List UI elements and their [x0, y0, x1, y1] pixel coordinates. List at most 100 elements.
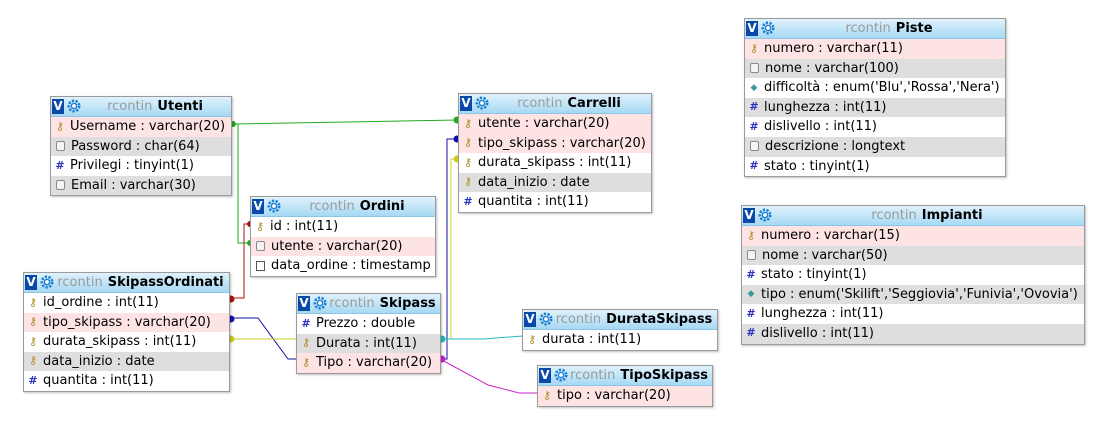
column-label: Tipo : varchar(20): [316, 355, 433, 371]
column-row[interactable]: ◆difficoltà : enum('Blu','Rossa','Nera'): [745, 78, 1005, 98]
number-icon: #: [55, 158, 65, 172]
gear-icon[interactable]: [758, 208, 772, 222]
table-columns: ⚷utente : varchar(20) ⚷ tipo_skipass : var…: [459, 114, 651, 212]
key-icon: ⚷: [28, 315, 38, 329]
collapse-toggle-button[interactable]: V: [539, 368, 551, 383]
column-row[interactable]: # Privilegi : tinyint(1): [51, 156, 231, 176]
gear-icon[interactable]: [40, 275, 54, 289]
column-row[interactable]: #stato : tinyint(1): [745, 157, 1005, 177]
number-icon: #: [746, 267, 756, 281]
gear-icon[interactable]: [67, 99, 81, 113]
column-label: Privilegi : tinyint(1): [70, 158, 194, 174]
string-icon: [56, 141, 65, 152]
column-row[interactable]: # lunghezza : int(11): [742, 304, 1084, 324]
collapse-toggle-button[interactable]: V: [460, 96, 472, 111]
column-row[interactable]: ⚷Username : varchar(20): [51, 117, 231, 137]
column-label: difficoltà : enum('Blu','Rossa','Nera'): [764, 80, 1000, 96]
column-row[interactable]: ⚷durata_skipass : int(11): [24, 332, 229, 352]
column-label: nome : varchar(100): [765, 60, 899, 76]
relation-skipass-durataskipass: [440, 335, 524, 340]
column-row[interactable]: ⚷durata_skipass : int(11): [459, 153, 651, 173]
number-icon: #: [746, 306, 756, 320]
column-row[interactable]: ⚷ tipo_skipass : varchar(20): [459, 133, 651, 154]
column-label: quantita : int(11): [43, 373, 154, 389]
number-icon: #: [28, 373, 38, 387]
collapse-toggle-button[interactable]: V: [25, 275, 37, 290]
gear-icon[interactable]: [554, 368, 568, 382]
string-icon: [750, 63, 759, 74]
collapse-toggle-button[interactable]: V: [746, 21, 758, 36]
column-row[interactable]: ⚷data_inizio : date: [24, 351, 229, 372]
gear-icon[interactable]: [313, 296, 327, 310]
gear-icon[interactable]: [267, 199, 281, 213]
column-row[interactable]: descrizione : longtext: [745, 136, 1005, 157]
column-row[interactable]: Password : char(64): [51, 136, 231, 157]
column-row[interactable]: #quantita : int(11): [459, 192, 651, 212]
column-row[interactable]: ⚷numero : varchar(15): [742, 226, 1084, 246]
gear-icon[interactable]: [539, 312, 553, 326]
column-row[interactable]: # quantita : int(11): [24, 371, 229, 391]
column-row[interactable]: ⚷data_inizio : date: [459, 172, 651, 193]
column-label: durata_skipass : int(11): [478, 155, 632, 171]
collapse-toggle-button[interactable]: V: [252, 199, 264, 214]
column-row[interactable]: ⚷Durata : int(11): [297, 333, 440, 354]
column-label: lunghezza : int(11): [761, 306, 884, 322]
column-row[interactable]: ◆tipo : enum('Skilift','Seggiovia','Funi…: [742, 284, 1084, 305]
table-name: TipoSkipass: [620, 368, 708, 383]
database-name: rcontin: [845, 21, 891, 36]
key-icon: ⚷: [28, 334, 38, 348]
column-row[interactable]: utente : varchar(20): [251, 236, 435, 257]
column-row[interactable]: ⚷tipo_skipass : varchar(20): [24, 312, 229, 333]
key-icon: ⚷: [301, 355, 311, 369]
column-row[interactable]: data_ordine : timestamp: [251, 256, 435, 276]
column-row[interactable]: ⚷ Tipo : varchar(20): [297, 353, 440, 373]
column-row[interactable]: #Prezzo : double: [297, 314, 440, 334]
collapse-toggle-button[interactable]: V: [743, 208, 755, 223]
column-label: tipo_skipass : varchar(20): [478, 135, 646, 151]
column-row[interactable]: ⚷utente : varchar(20): [459, 114, 651, 134]
collapse-toggle-button[interactable]: V: [524, 312, 536, 327]
column-row[interactable]: ⚷tipo : varchar(20): [538, 386, 712, 406]
relation-carrelli-skipass-tipo: [440, 138, 458, 360]
column-row[interactable]: ⚷id : int(11): [251, 217, 435, 237]
column-row[interactable]: ⚷durata : int(11): [523, 330, 717, 350]
table-name: Carrelli: [567, 96, 621, 111]
column-row[interactable]: #stato : tinyint(1): [742, 265, 1084, 285]
column-row[interactable]: nome : varchar(100): [745, 58, 1005, 79]
column-row[interactable]: ⚷id_ordine : int(11): [24, 293, 229, 313]
database-name: rcontin: [309, 199, 355, 214]
column-row[interactable]: nome : varchar(50): [742, 245, 1084, 266]
collapse-toggle-button[interactable]: V: [52, 99, 64, 114]
gear-icon[interactable]: [475, 96, 489, 110]
collapse-toggle-button[interactable]: V: [298, 296, 310, 311]
column-row[interactable]: Email : varchar(30): [51, 175, 231, 196]
column-label: id_ordine : int(11): [43, 295, 159, 310]
string-icon: [256, 241, 265, 252]
column-row[interactable]: ⚷numero : varchar(11): [745, 39, 1005, 59]
key-icon: ⚷: [463, 136, 473, 150]
column-row[interactable]: #lunghezza : int(11): [745, 97, 1005, 118]
column-row[interactable]: #dislivello : int(11): [745, 117, 1005, 137]
gear-icon[interactable]: [761, 21, 775, 35]
column-row[interactable]: #dislivello : int(11): [742, 323, 1084, 344]
